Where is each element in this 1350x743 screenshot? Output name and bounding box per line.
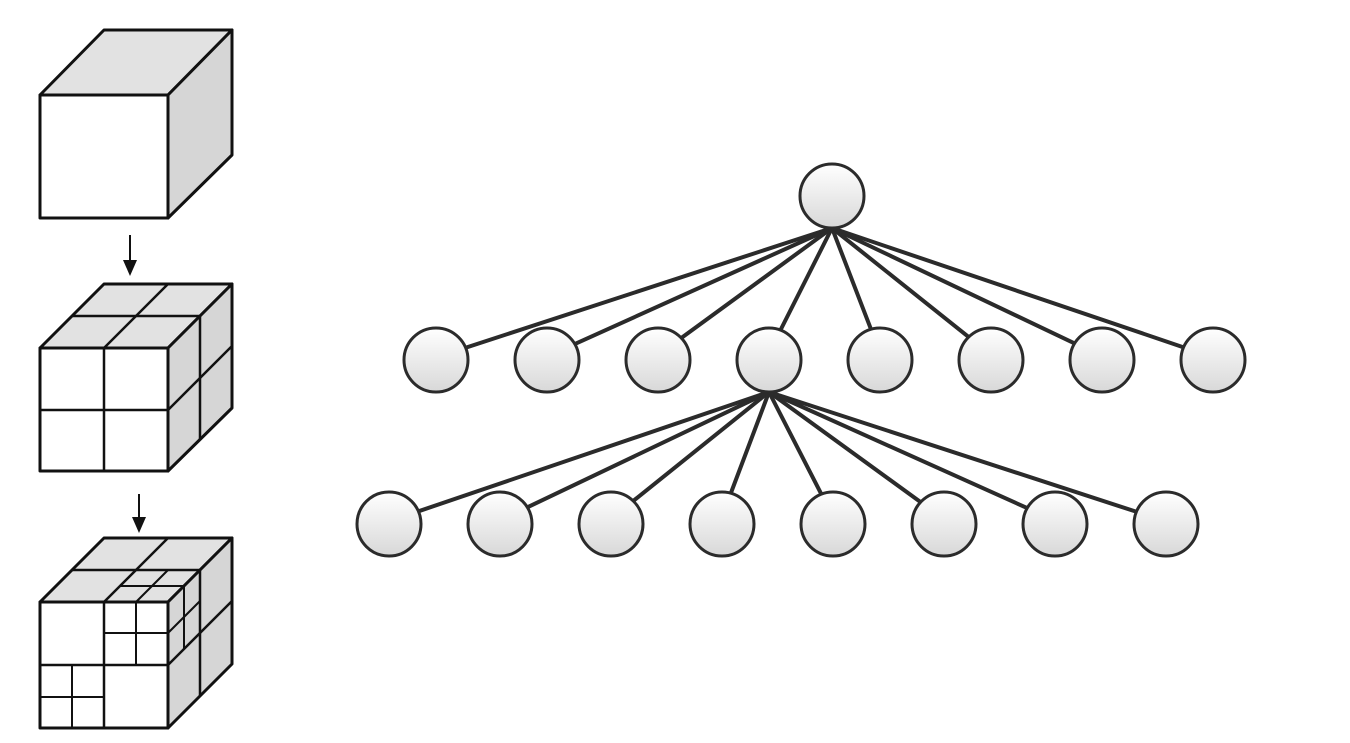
tree-edge-root-to-depth1-6 (830, 226, 1077, 346)
tree-node-depth1-5 (957, 326, 1025, 394)
cube-level-2-side-split-h (167, 600, 233, 666)
subdivide-arrow-2 (132, 494, 146, 533)
cube-level-0-front-face (38, 93, 170, 220)
tree-edge-depth1-3-to-depth2-6 (767, 390, 1030, 511)
tree-node-depth2-0 (355, 490, 423, 558)
tree-edge-root-to-depth1-5 (830, 226, 971, 340)
tree-edge-root-to-depth1-2 (679, 226, 834, 341)
tree-nodes (355, 162, 1247, 558)
tree-node-depth2-2 (577, 490, 645, 558)
tree-edge-depth1-3-to-depth2-2 (631, 390, 771, 503)
tree-edge-depth1-3-to-depth2-0 (416, 390, 771, 514)
tree-edge-depth1-3-to-depth2-7 (767, 390, 1139, 514)
tree-node-depth1-4 (846, 326, 914, 394)
tree-node-depth1-6 (1068, 326, 1136, 394)
refined-octant-bottom-left (40, 665, 104, 728)
tree-node-depth1-0 (402, 326, 470, 394)
cube-level-2 (38, 536, 234, 730)
tree-node-depth1-7 (1179, 326, 1247, 394)
tree-node-root (798, 162, 866, 230)
cube-level-1 (38, 282, 234, 473)
tree-edge-depth1-3-to-depth2-3 (728, 390, 771, 496)
subdivide-arrow-1 (123, 235, 137, 276)
tree-node-depth2-3 (688, 490, 756, 558)
tree-node-depth2-7 (1132, 490, 1200, 558)
tree-node-depth2-6 (1021, 490, 1089, 558)
tree-node-depth2-4 (799, 490, 867, 558)
arrow-head (123, 260, 137, 276)
refined-octant-top-right (104, 569, 201, 665)
cube-level-1-side-split-h (167, 345, 233, 411)
tree-node-depth1-3 (735, 326, 803, 394)
arrow-head (132, 517, 146, 533)
tree-edge-depth1-3-to-depth2-4 (767, 390, 824, 497)
tree-edges (416, 226, 1186, 514)
tree-edge-root-to-depth1-1 (572, 226, 834, 347)
tree-edge-depth1-3-to-depth2-1 (525, 390, 771, 510)
tree-node-depth2-1 (466, 490, 534, 558)
tree-edge-root-to-depth1-4 (830, 226, 874, 332)
tree-edge-depth1-3-to-depth2-5 (767, 390, 923, 505)
tree-edge-root-to-depth1-7 (830, 226, 1186, 350)
cube-level-1-top-split-b (103, 283, 169, 349)
tree-node-depth2-5 (910, 490, 978, 558)
tree-node-depth1-1 (513, 326, 581, 394)
tree-node-depth1-2 (624, 326, 692, 394)
tree-edge-root-to-depth1-0 (463, 226, 834, 350)
cube-level-0 (38, 28, 234, 220)
tree-edge-root-to-depth1-3 (778, 226, 834, 333)
